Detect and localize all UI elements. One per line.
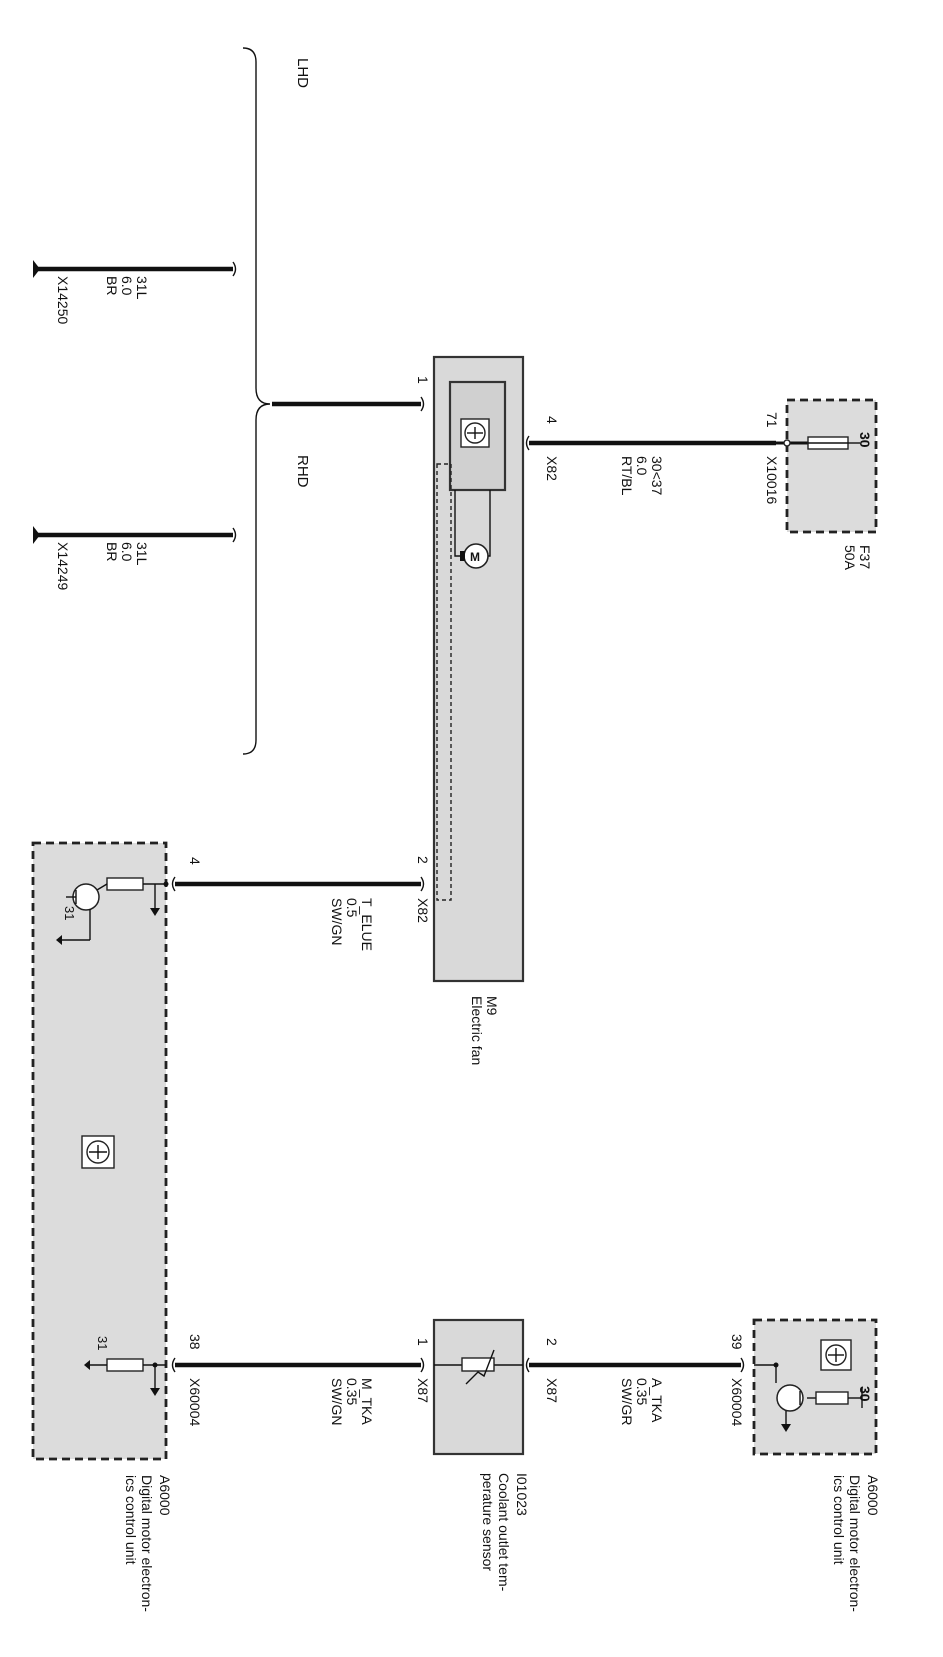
connector-id: X87: [415, 1378, 431, 1403]
pin-number: 1: [415, 1338, 431, 1346]
wire-t-elue: [171, 876, 425, 892]
coolant-sensor: [432, 1318, 525, 1456]
wire-name: 31L: [134, 276, 150, 300]
pin-number: 39: [729, 1334, 745, 1350]
ground-label: 31: [62, 906, 77, 920]
pin-number: 4: [187, 857, 203, 865]
motor-icon: M: [460, 543, 489, 569]
wire-a-tka: [525, 1357, 745, 1373]
ntc-arrow-icon: [465, 1349, 495, 1385]
svg-text:M: M: [470, 550, 480, 564]
ground-wire-x14249: [33, 526, 237, 544]
component-id: A6000: [157, 1475, 173, 1516]
rhd-label: RHD: [294, 455, 311, 488]
component-name: perature sensor: [480, 1473, 496, 1571]
fuse-f37: [776, 398, 878, 534]
dme-module-right: [752, 1318, 878, 1456]
terminal-number: 30: [857, 1386, 873, 1402]
wire-size: 6.0: [119, 276, 135, 296]
connector-id: X87: [544, 1378, 560, 1403]
lhd-label: LHD: [294, 58, 311, 88]
component-name: Digital motor electron-: [139, 1475, 155, 1612]
wire-color: SW/GN: [329, 898, 345, 945]
fuse-rating: 50A: [842, 545, 858, 571]
ground-wire-x14250: [33, 260, 237, 278]
wire-color: BR: [104, 542, 120, 561]
component-name: Coolant outlet tem-: [496, 1473, 512, 1592]
pin-number: 1: [415, 376, 431, 384]
wire-fan-power: [525, 435, 776, 451]
component-id: A6000: [865, 1475, 881, 1516]
dme-module-left: [31, 841, 169, 1461]
wire-size: 6.0: [634, 456, 650, 476]
component-id: F37: [857, 545, 873, 569]
connector-id: X82: [415, 898, 431, 923]
component-name: Digital motor electron-: [847, 1475, 863, 1612]
connector-id: X60004: [187, 1378, 203, 1426]
ground-id: X14249: [55, 542, 71, 590]
component-id: I01023: [514, 1473, 530, 1516]
component-name: ics control unit: [123, 1475, 139, 1565]
ground-id: X14250: [55, 276, 71, 324]
pin-number: 2: [415, 856, 431, 864]
electronic-module-icon: [820, 1339, 852, 1371]
component-name: Electric fan: [469, 996, 485, 1065]
wire-name: 30<37: [649, 456, 665, 496]
wire-name: T_ELUE: [359, 898, 375, 951]
wire-size: 0.5: [344, 898, 360, 918]
wire-color: BR: [104, 276, 120, 295]
component-name: ics control unit: [831, 1475, 847, 1565]
lhd-rhd-brace: [242, 47, 271, 755]
connector-id: X82: [544, 456, 560, 481]
wire-size: 0.35: [344, 1378, 360, 1405]
component-id: M9: [484, 996, 500, 1016]
wire-name: 31L: [134, 542, 150, 566]
wire-name: M_TKA: [359, 1378, 375, 1425]
pin-number: 71: [764, 412, 780, 428]
electronic-module-icon: [460, 418, 490, 448]
electronic-module-icon: [81, 1135, 115, 1169]
wire-size: 6.0: [119, 542, 135, 562]
wire-color: RT/BL: [619, 456, 635, 496]
pin-number: 2: [544, 1338, 560, 1346]
connector-id: X60004: [729, 1378, 745, 1426]
wire-color: SW/GR: [619, 1378, 635, 1425]
pin-number: 4: [544, 416, 560, 424]
wire-name: A_TKA: [649, 1378, 665, 1423]
connector-id: X10016: [764, 456, 780, 504]
terminal-number: 30: [857, 432, 873, 448]
ground-label: 31: [95, 1336, 110, 1350]
electric-fan-module: M: [432, 355, 525, 983]
wire-color: SW/GN: [329, 1378, 345, 1425]
wire-size: 0.35: [634, 1378, 650, 1405]
wire-m-tka: [171, 1357, 425, 1373]
pin-number: 38: [187, 1334, 203, 1350]
wire-m9-pin1: [272, 396, 425, 412]
